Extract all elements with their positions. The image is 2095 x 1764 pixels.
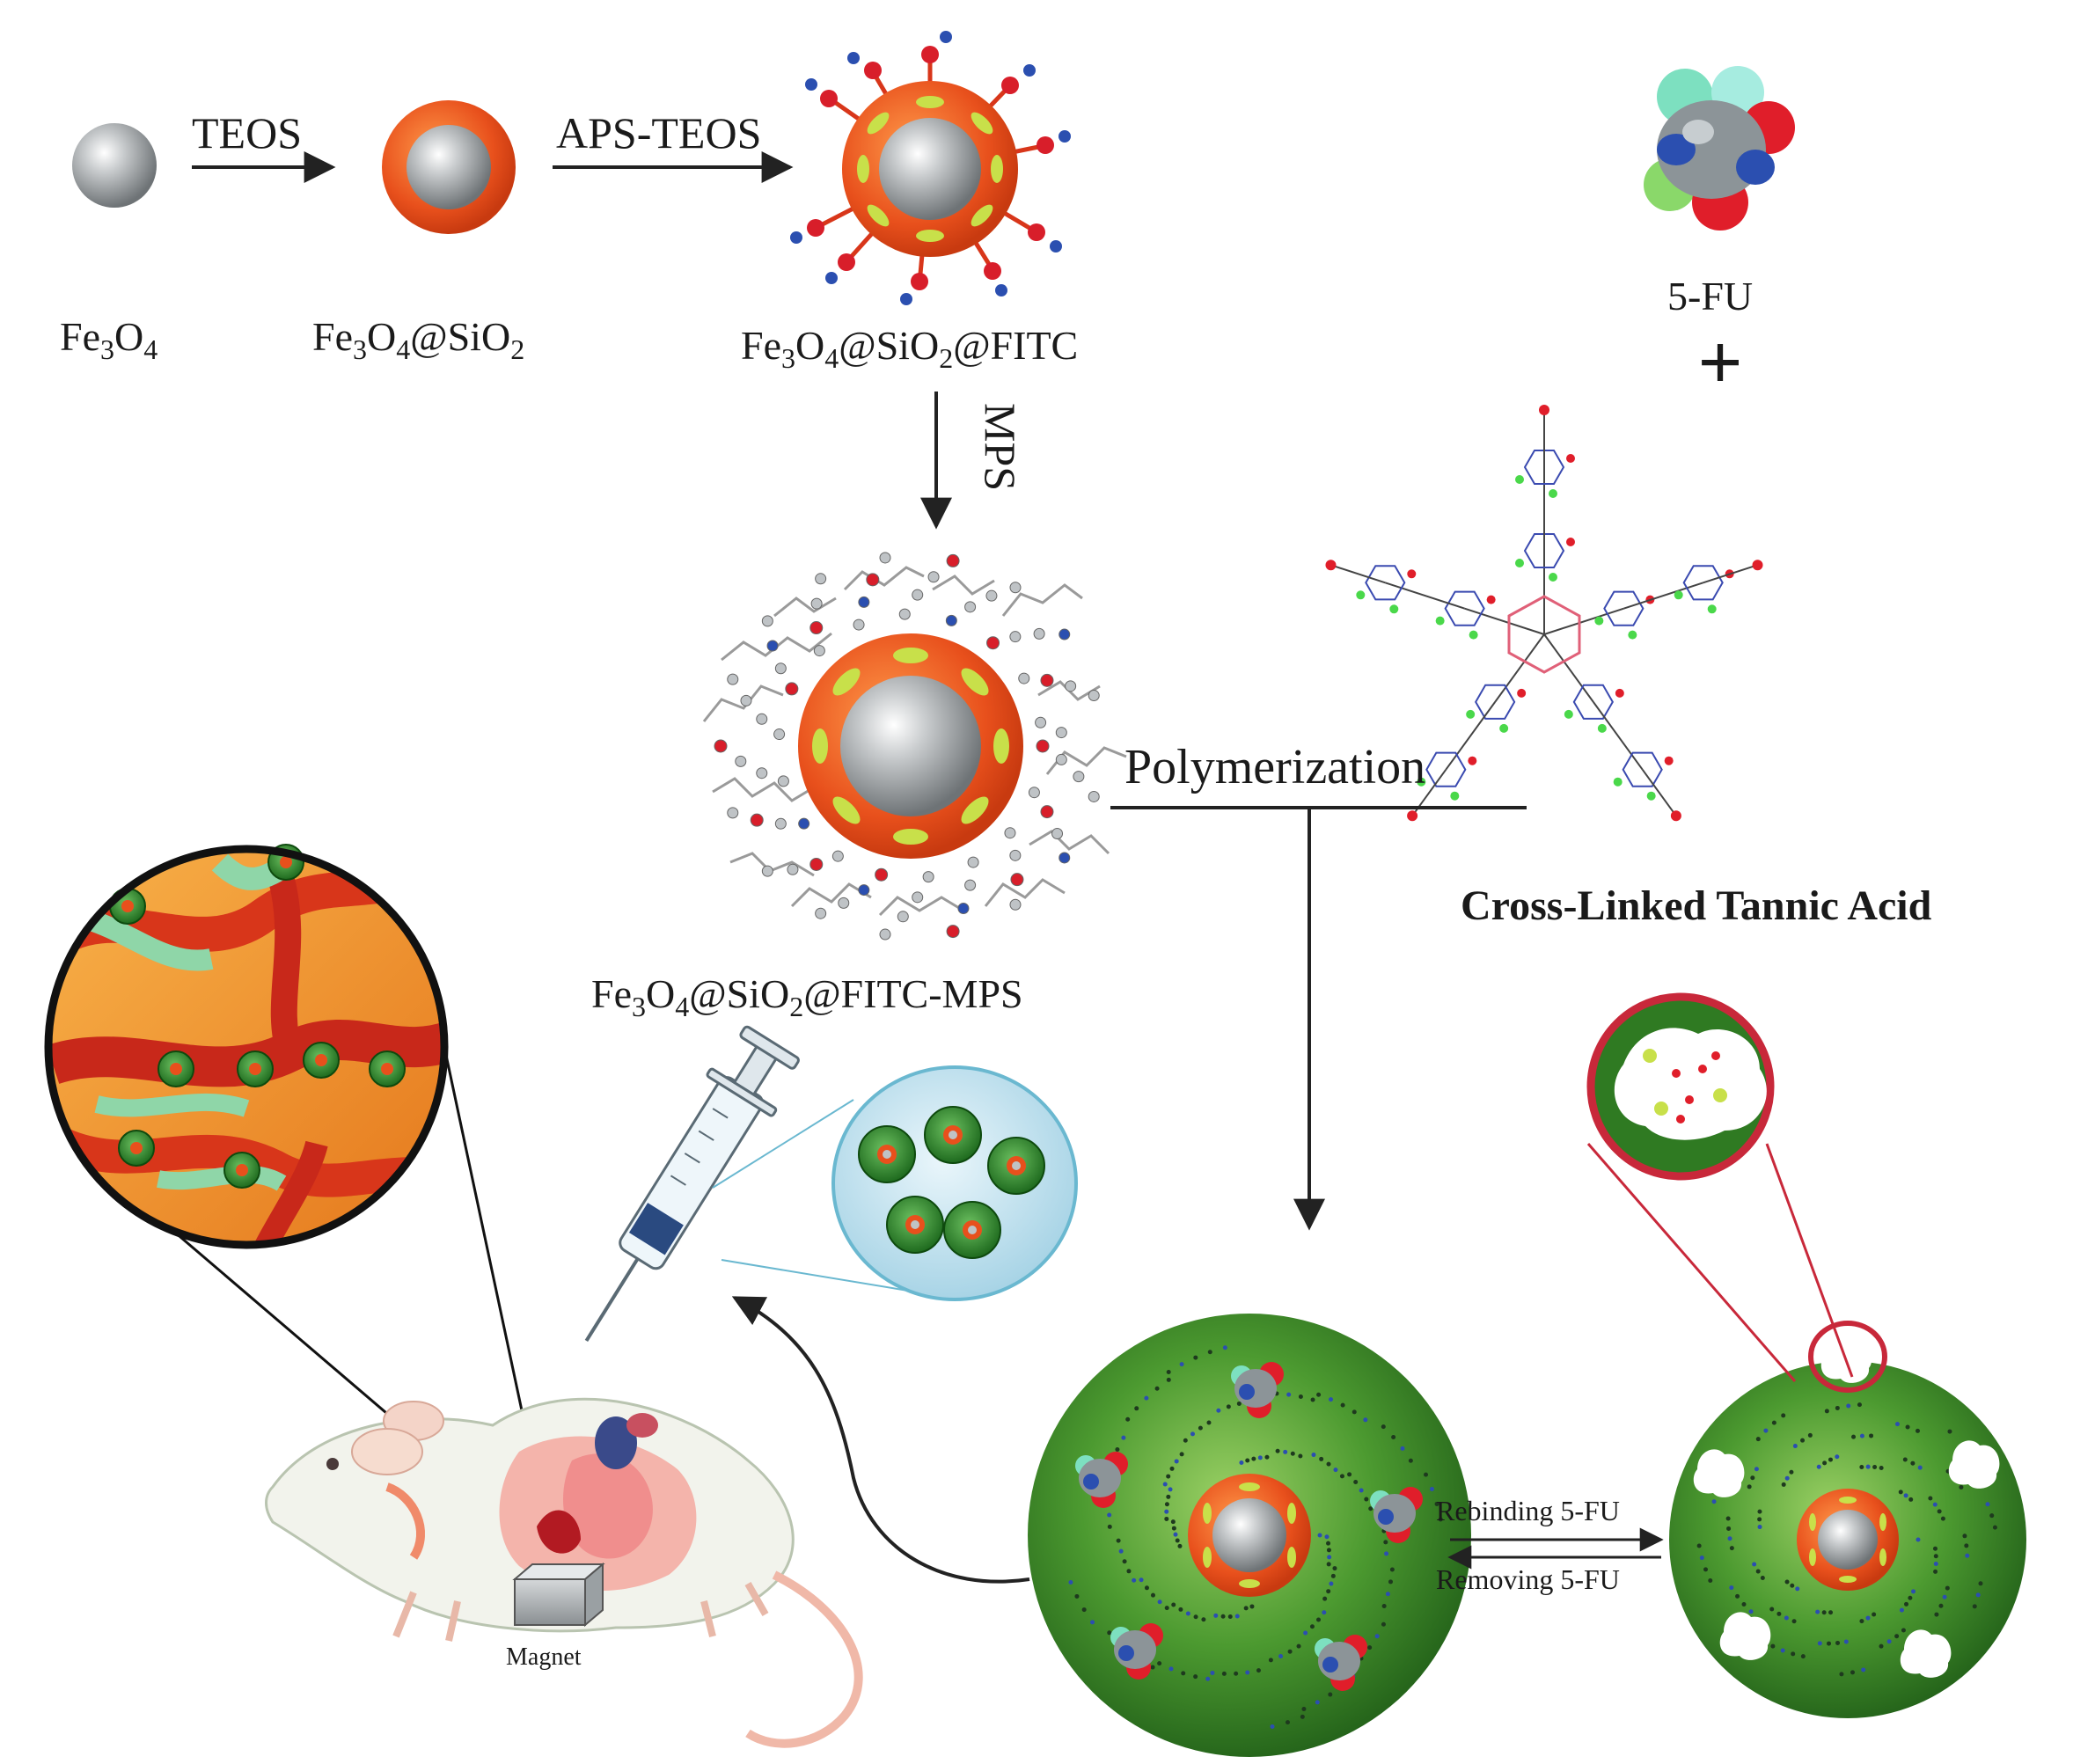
particles-bubble [712, 1065, 1078, 1301]
fe3o4-sio2-fitc-mps-particle [702, 552, 1127, 941]
label-magnet: Magnet [506, 1643, 582, 1671]
fe3o4-sio2-particle [382, 100, 516, 234]
label-fe3o4-sio2-fitc: Fe3O4@SiO2@FITC [741, 323, 1078, 374]
fe3o4-sio2-fitc-particle [790, 31, 1071, 305]
arrow-injection [731, 1296, 1030, 1584]
syringe-icon [584, 1025, 800, 1343]
label-removing: Removing 5-FU [1436, 1563, 1620, 1595]
label-tannic-acid: Cross-Linked Tannic Acid [1461, 882, 1932, 929]
label-fe3o4-sio2: Fe3O4@SiO2 [312, 314, 524, 365]
molecule-5fu [1644, 66, 1795, 231]
fe3o4-particle [72, 123, 157, 208]
imprinted-polymer-with-5fu [1028, 1314, 1471, 1757]
imprinted-polymer-cavities [1669, 1335, 2026, 1718]
tissue-zoom [44, 844, 449, 1249]
label-rebinding: Rebinding 5-FU [1436, 1495, 1620, 1526]
rebinding-removing-arrows [1447, 1527, 1664, 1570]
plus-sign: + [1697, 319, 1742, 406]
label-polymerization: Polymerization [1124, 740, 1425, 794]
label-fe3o4-sio2-fitc-mps: Fe3O4@SiO2@FITC-MPS [591, 971, 1023, 1022]
magnet-icon [512, 1562, 605, 1628]
tannic-acid-structure [1325, 405, 1763, 822]
label-aps-teos: APS-TEOS [556, 108, 761, 157]
label-fe3o4: Fe3O4 [60, 314, 157, 365]
mouse-illustration [265, 1397, 863, 1748]
label-mps: MPS [976, 403, 1025, 491]
cavity-zoom [1586, 992, 1887, 1393]
label-5fu: 5-FU [1667, 274, 1753, 318]
label-teos: TEOS [192, 108, 302, 157]
